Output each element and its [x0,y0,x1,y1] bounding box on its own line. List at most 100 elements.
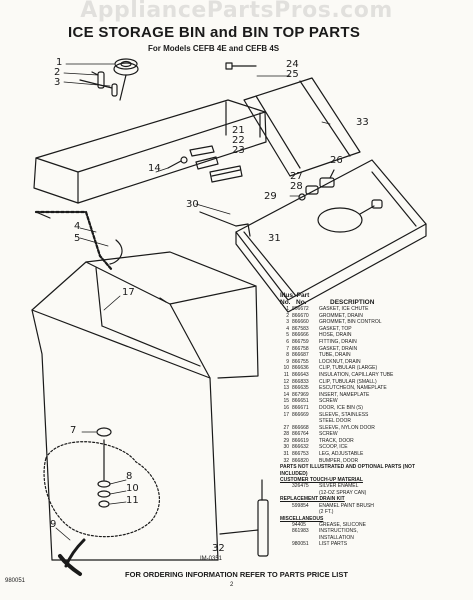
parts-cell-desc: BUMPER, DOOR [319,457,359,464]
parts-cell-pn: 866632 [292,444,309,451]
parts-cell-pn: 866755 [292,358,309,365]
bin-cabinet [31,251,259,561]
nameplate-clips [167,145,243,183]
parts-cell-no: 1 [286,306,289,312]
page-subtitle: For Models CEFB 4E and CEFB 4S [148,44,280,53]
callout-33: 33 [356,117,369,128]
page-title: ICE STORAGE BIN and BIN TOP PARTS [68,24,361,41]
parts-cell-pn: 866833 [292,378,309,385]
callout-27: 27 [290,171,303,182]
parts-cell-pn: 866671 [292,404,309,411]
callout-31: 31 [268,233,281,244]
callout-4: 4 [74,221,81,232]
screw [225,62,257,70]
parts-cell-pn: 866764 [292,431,309,438]
parts-cell-desc: ESCUTCHEON, NAMEPLATE [319,385,387,392]
callout-10: 10 [126,483,139,494]
parts-cell-no: 31 [283,451,289,458]
parts-cell-desc: HOSE, DRAIN [319,332,352,339]
parts-cell-pn: 867583 [292,325,309,332]
parts-cell-desc: TUBE, DRAIN [319,352,351,359]
parts-cell-desc: GASKET, ICE CHUTE [319,306,369,312]
parts-cell-pn: 866669 [292,411,309,418]
parts-cell-desc: LEG, ADJUSTABLE [319,451,364,458]
parts-cell-no: 28 [283,431,289,438]
parts-cell-desc: CLIP, TUBULAR (LARGE) [319,365,378,372]
parts-cell-pn: 866651 [292,398,309,405]
parts-cell-no: 3 [286,319,289,326]
parts-section-heading: CUSTOMER TOUCH-UP MATERIAL [280,477,363,484]
callout-14: 14 [148,163,161,174]
parts-cell-pn: 866758 [292,345,309,352]
parts-cell-desc: GROMMET, DRAIN [319,312,363,319]
callout-9: 9 [50,519,57,530]
parts-cell-desc: GASKET, TOP [319,325,352,332]
parts-section-part-no: 94405 [292,521,306,528]
parts-cell-pn: 866687 [292,352,309,359]
parts-cell-no: 9 [286,358,289,365]
door-track [199,159,427,313]
parts-cell-desc: SCREW [319,431,338,438]
parts-section-part-no: 980051 [292,541,309,548]
header-part-no: No. [296,299,307,306]
callout-2: 2 [54,67,61,78]
parts-cell-desc: SCOOP, ICE [319,444,348,451]
callout-25: 25 [286,69,299,80]
parts-cell-desc: INSERT, NAMEPLATE [319,391,370,398]
top-gasket [34,210,123,272]
header-description: DESCRIPTION [330,299,375,306]
parts-section-heading: REPLACEMENT DRAIN KIT [280,496,345,503]
parts-cell-pn: 866753 [292,451,309,458]
parts-cell-pn: 866635 [292,385,309,392]
parts-cell-desc: CLIP, TUBULAR (SMALL) [319,378,377,385]
callout-21: 21 [232,125,245,136]
ice-chute-gasket [113,58,139,76]
parts-cell-no: 14 [283,391,289,398]
parts-section-item: INSTALLATION [280,535,450,541]
parts-section-item: (12-OZ SPRAY CAN) [280,490,450,496]
bin-door [243,77,361,177]
header-illus-part: Illus. Part [280,292,310,299]
callout-24: 24 [286,59,299,70]
parts-cell-pn: 866636 [292,365,309,372]
parts-cell-pn: 866619 [292,437,309,444]
parts-cell-no: 2 [286,312,289,319]
callout-3: 3 [54,77,61,88]
door-sleeves [298,169,335,201]
parts-cell-no: 27 [283,424,289,431]
parts-section-desc: LIST PARTS [319,541,348,548]
callout-28: 28 [290,181,303,192]
ordering-footer: FOR ORDERING INFORMATION REFER TO PARTS … [125,570,348,579]
parts-list-header-bottom: No. No. DESCRIPTION [280,299,450,306]
callout-5: 5 [74,233,81,244]
header-illus-no: No. [280,299,291,306]
parts-cell-no: 12 [283,378,289,385]
parts-cell-pn: 866670 [292,312,309,319]
callout-32: 32 [212,543,225,554]
parts-cell-pn: 867969 [292,391,309,398]
callout-1: 1 [56,57,63,68]
parts-section-desc: INSTALLATION [319,534,354,541]
parts-section-part-no: 599854 [292,502,309,509]
parts-cell-no: 6 [286,338,289,345]
watermark: AppliancePartsPros.com [80,0,393,23]
